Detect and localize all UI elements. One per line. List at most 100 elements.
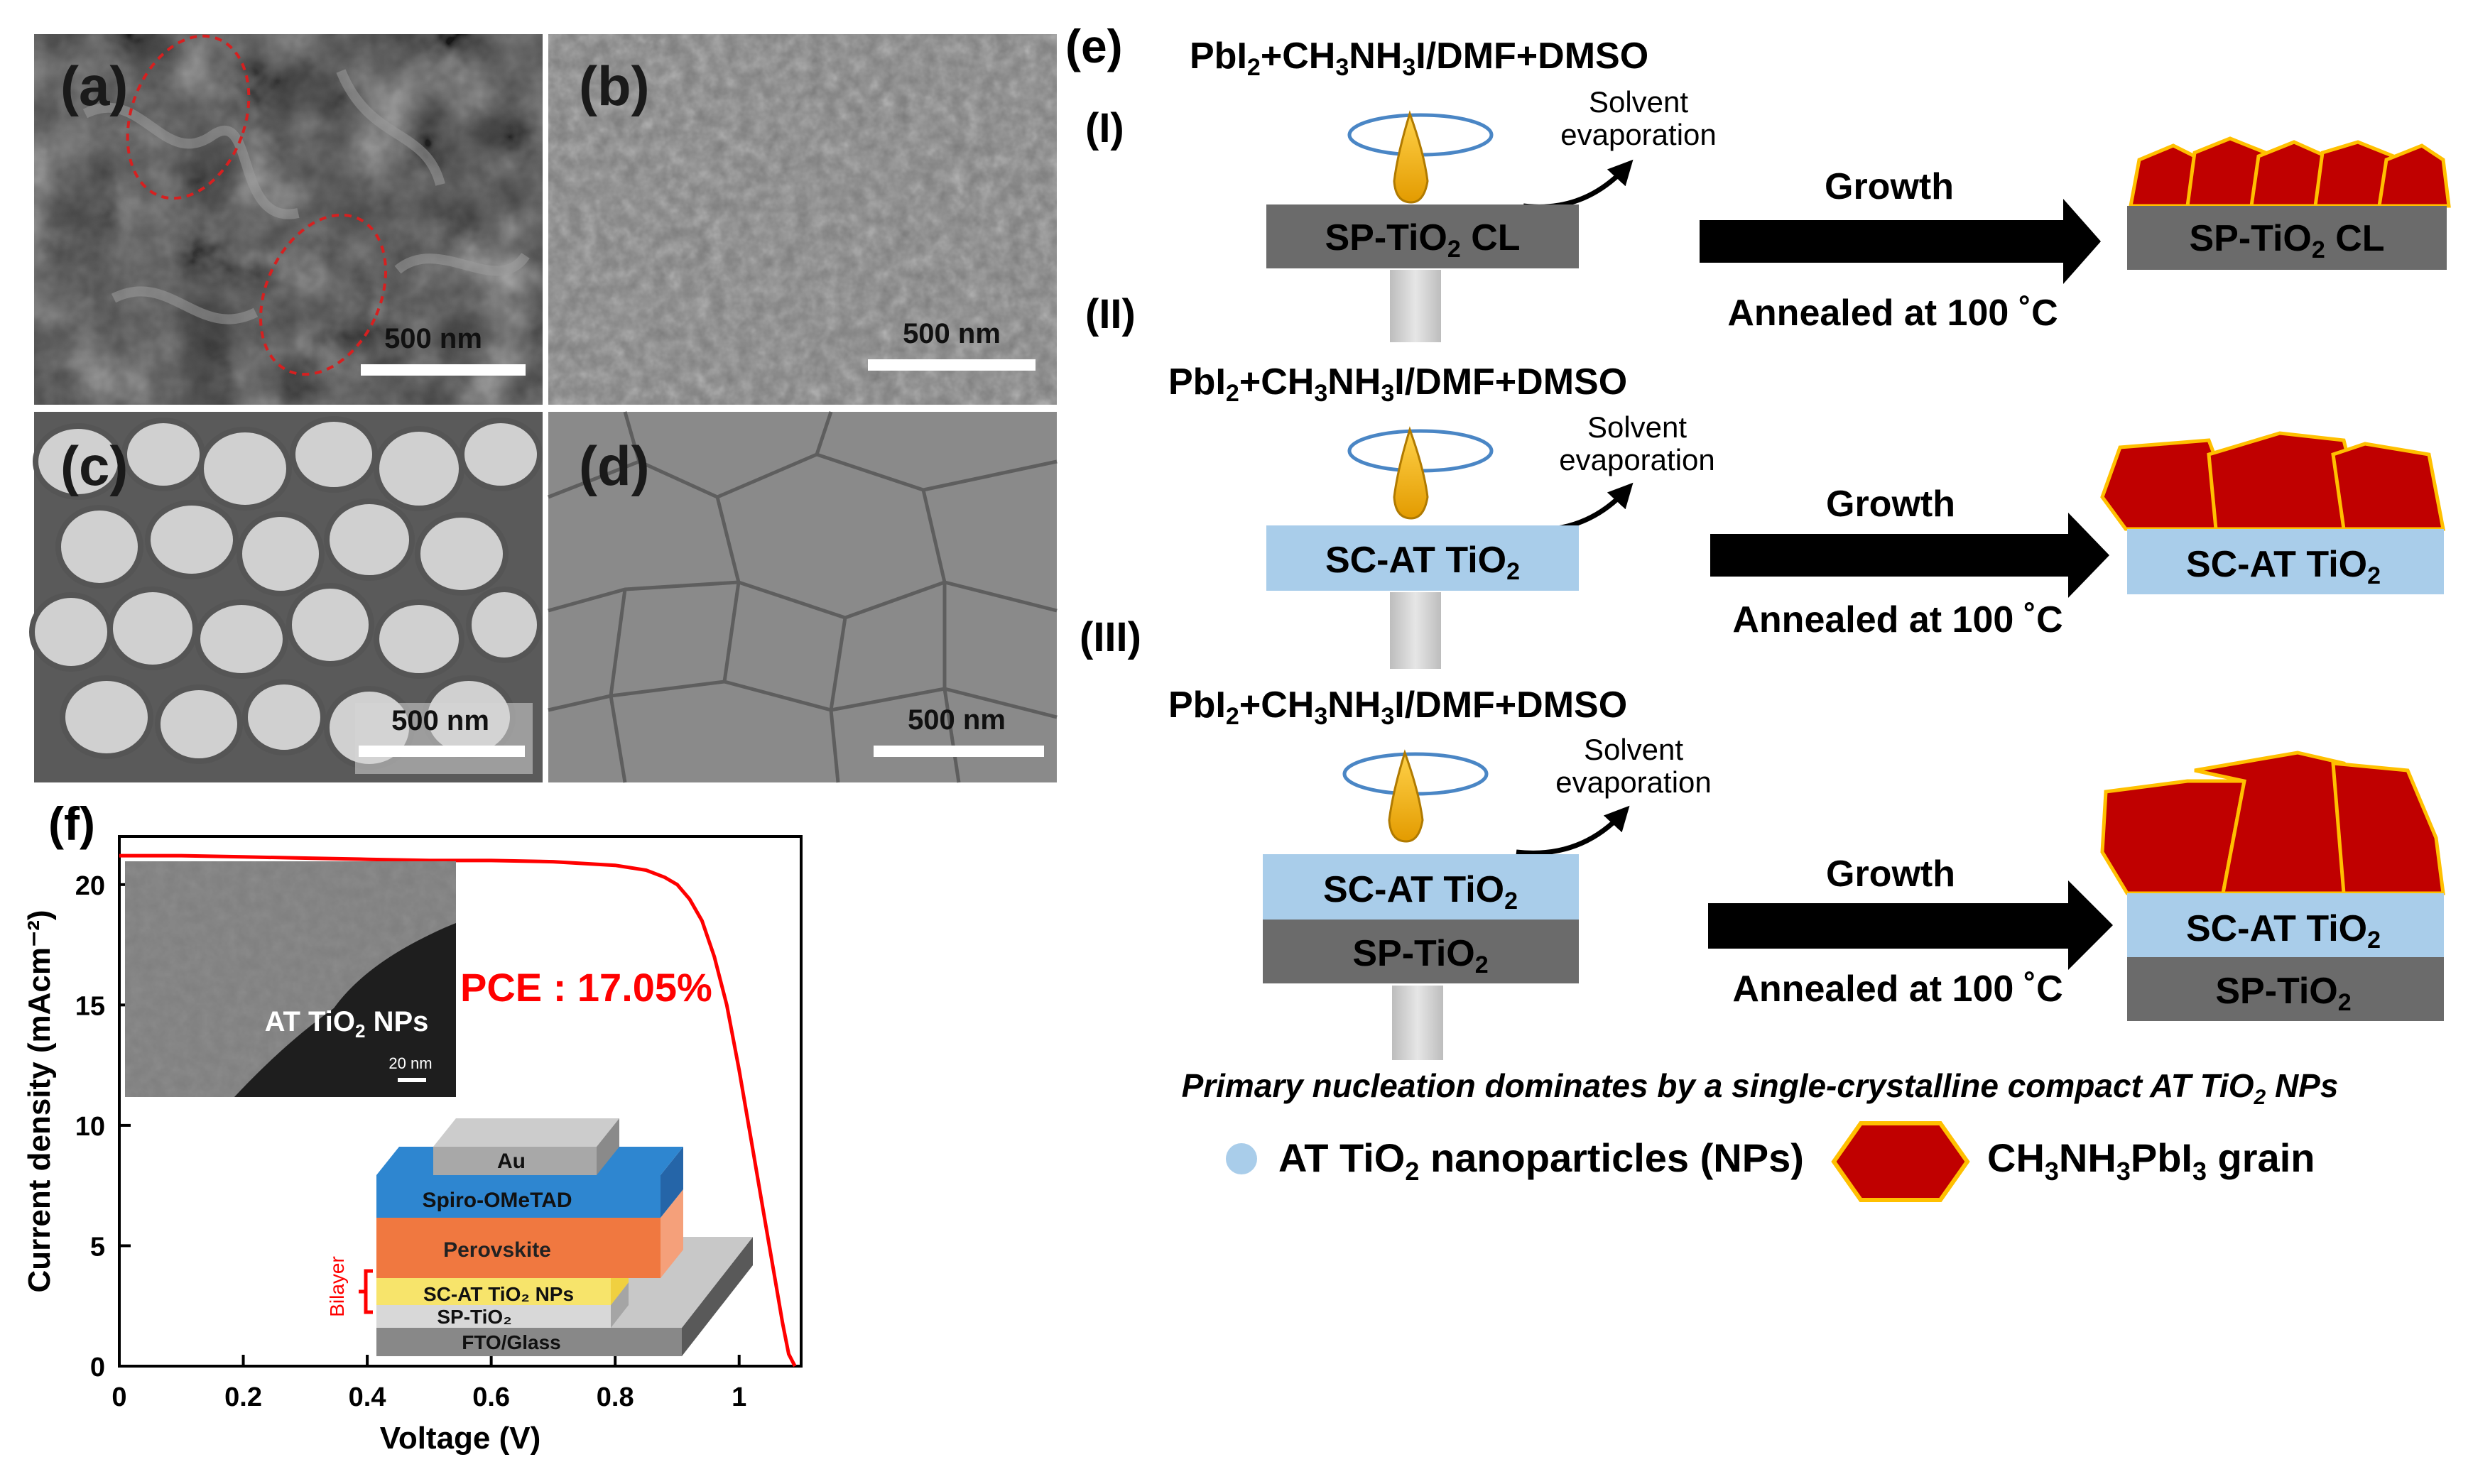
growth-arrow <box>1700 199 2101 284</box>
y-tick-label: 15 <box>75 991 105 1021</box>
panel-label-b: (b) <box>579 55 650 117</box>
stack-layer: SP-TiO₂ <box>437 1306 511 1328</box>
annealed-label: Annealed at 100 ˚C <box>1732 969 2062 1010</box>
evaporation-arrow <box>1523 159 1634 209</box>
substrate-label: SP-TiO2 CL <box>1325 217 1520 263</box>
panel-label-f: (f) <box>48 797 95 850</box>
y-tick-label: 0 <box>90 1353 105 1382</box>
substrate-label: SC-AT TiO2 <box>1325 540 1520 585</box>
x-axis-label: Voltage (V) <box>380 1421 541 1456</box>
droplet-icon <box>1393 110 1429 204</box>
bilayer-bracket <box>359 1269 373 1314</box>
panel-label-a: (a) <box>60 55 128 117</box>
substrate-sp-tio2 <box>1263 920 1579 983</box>
plot-frame <box>118 835 803 1368</box>
evaporation-arrow <box>1516 805 1630 856</box>
substrate-label: SP-TiO2 <box>2215 971 2351 1016</box>
inset-scale-label: 20 nm <box>388 1054 432 1072</box>
highlight-ellipse <box>126 34 251 200</box>
substrate-label: SC-AT TiO2 <box>2186 908 2381 954</box>
scheme-caption: Primary nucleation dominates by a single… <box>1182 1067 2339 1109</box>
perovskite-grains <box>2128 136 2451 208</box>
panel-label-e: (e) <box>1065 20 1123 72</box>
scale-bar <box>359 746 525 757</box>
pce-annotation: PCE : 17.05% <box>460 965 712 1010</box>
spin-chuck <box>1390 270 1441 342</box>
panel-label-d: (d) <box>579 435 650 497</box>
np-legend-label: AT TiO2 nanoparticles (NPs) <box>1278 1135 1804 1186</box>
substrate-sc-at-tio2 <box>1263 854 1579 920</box>
droplet-icon <box>1393 426 1429 520</box>
stack-layer: Perovskite <box>443 1238 551 1262</box>
x-tick-label: 0.2 <box>224 1382 262 1412</box>
row-numeral: (I) <box>1085 105 1124 151</box>
x-tick-label: 0.6 <box>472 1382 510 1412</box>
x-tick-label: 0.8 <box>597 1382 634 1412</box>
substrate-sp-tio2 <box>2127 957 2444 1021</box>
sem-panel-d: (d) 500 nm <box>548 411 1058 783</box>
sem-panel-c: (c) 500 nm <box>29 412 543 782</box>
row-numeral: (III) <box>1080 614 1141 660</box>
scale-bar-label: 500 nm <box>903 318 1001 349</box>
substrate-label: SC-AT TiO2 <box>2186 544 2381 589</box>
substrate-sp-tio2-cl <box>1266 204 1579 268</box>
x-tick-label: 1 <box>732 1382 746 1412</box>
grain-legend-marker <box>1831 1121 1970 1202</box>
substrate-label: SP-TiO2 CL <box>2189 218 2384 263</box>
substrate-label: SP-TiO2 <box>1352 933 1488 978</box>
scale-bar-label: 500 nm <box>391 705 489 736</box>
droplet-icon <box>1388 749 1424 843</box>
precursor-formula: PbI2+CH3NH3I/DMF+DMSO <box>1168 684 1627 730</box>
y-tick-label: 20 <box>75 871 105 901</box>
stack-layer: SC-AT TiO₂ NPs <box>423 1283 574 1305</box>
stack-layer: Au <box>497 1150 526 1173</box>
growth-label: Growth <box>1825 166 1954 207</box>
substrate-label: SC-AT TiO2 <box>1323 869 1518 915</box>
bilayer-label: Bilayer <box>326 1256 348 1317</box>
spin-chuck <box>1390 592 1441 669</box>
stack-layer: FTO/Glass <box>462 1331 561 1353</box>
y-tick-label: 10 <box>75 1112 105 1142</box>
substrate-sc-at-tio2 <box>1266 525 1579 591</box>
substrate-sc-at-tio2 <box>2127 529 2444 594</box>
x-tick-label: 0.4 <box>349 1382 386 1412</box>
perovskite-grains <box>2100 751 2445 895</box>
annealed-label: Annealed at 100 ˚C <box>1727 293 2058 334</box>
evaporation-arrow <box>1519 482 1634 533</box>
scale-bar-label: 500 nm <box>384 323 482 354</box>
np-legend-marker <box>1226 1143 1257 1174</box>
scale-bar <box>361 364 526 376</box>
row-numeral: (II) <box>1085 291 1136 337</box>
substrate-sp-tio2-cl <box>2127 206 2447 270</box>
inset-sem-label: AT TiO2 NPs <box>265 1006 429 1042</box>
scale-bar <box>868 359 1036 371</box>
spin-chuck <box>1392 986 1443 1060</box>
scale-bar-label: 500 nm <box>908 704 1006 736</box>
growth-label: Growth <box>1826 484 1955 525</box>
growth-arrow <box>1710 513 2109 598</box>
growth-label: Growth <box>1826 853 1955 895</box>
inset-scale-bar <box>398 1078 426 1082</box>
scale-bar <box>874 746 1044 757</box>
jv-curve <box>119 853 797 1368</box>
stack-layer: Spiro-OMeTAD <box>422 1189 572 1212</box>
precursor-formula: PbI2+CH3NH3I/DMF+DMSO <box>1168 361 1627 407</box>
grain-legend-label: CH3NH3PbI3 grain <box>1987 1135 2315 1186</box>
growth-arrow <box>1708 880 2113 970</box>
inset-sem: AT TiO2 NPs 20 nm <box>125 861 456 1097</box>
annealed-label: Annealed at 100 ˚C <box>1732 599 2062 640</box>
sem-panel-b: (b) 500 nm <box>548 34 1057 405</box>
sem-panel-a: (a) 500 nm <box>34 34 543 405</box>
panel-label-c: (c) <box>60 435 128 497</box>
substrate-sc-at-tio2 <box>2127 893 2444 957</box>
